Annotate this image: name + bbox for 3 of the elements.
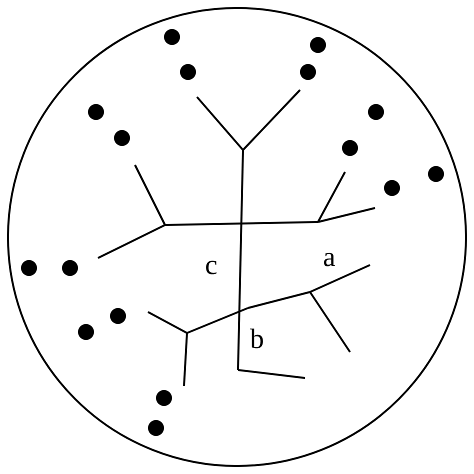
region-label: c [205, 252, 218, 280]
region-label: a [323, 244, 336, 272]
region-label: b [250, 326, 264, 354]
